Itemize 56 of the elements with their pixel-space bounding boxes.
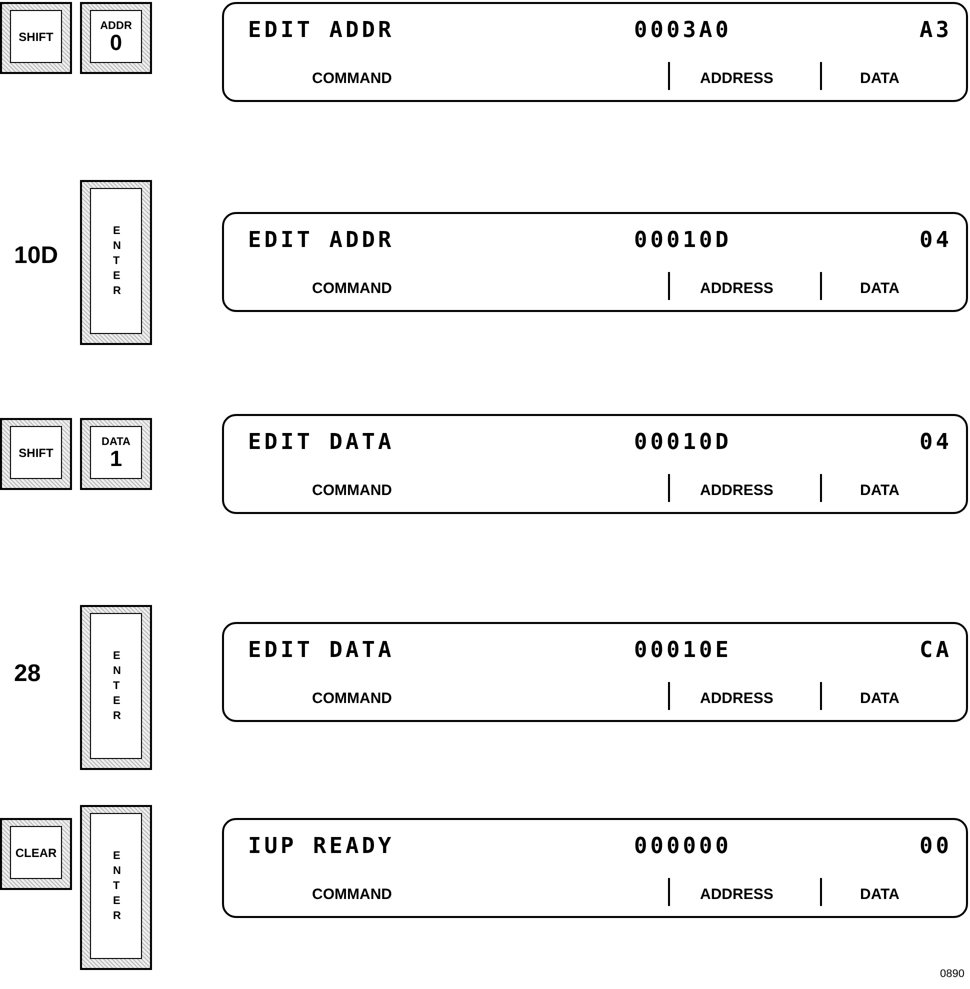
display-text: EDIT ADDR [248, 228, 394, 253]
field-caption: ADDRESS [700, 886, 774, 903]
key-label: ENTER [112, 848, 120, 924]
display-panel [222, 2, 968, 102]
display-text: 0003A0 [634, 18, 732, 43]
key-label: 0 [110, 32, 122, 54]
keyboard-key [80, 180, 152, 345]
display-text: 00010D [634, 228, 732, 253]
key-label: SHIFT [18, 446, 54, 460]
key-label: DATA [102, 436, 130, 448]
field-caption: COMMAND [312, 690, 392, 707]
display-text: IUP READY [248, 834, 394, 859]
keyboard-key [0, 418, 72, 490]
field-caption: COMMAND [312, 886, 392, 903]
field-caption: COMMAND [312, 482, 392, 499]
field-caption: ADDRESS [700, 70, 774, 87]
display-panel [222, 414, 968, 514]
field-caption: DATA [860, 70, 900, 87]
keyboard-key [80, 418, 152, 490]
display-text: 00010D [634, 430, 732, 455]
key-label: ENTER [112, 224, 120, 298]
display-text: EDIT ADDR [248, 18, 394, 43]
field-caption: COMMAND [312, 280, 392, 297]
key-label: ADDR [100, 20, 132, 32]
keyboard-key [80, 805, 152, 970]
field-caption: COMMAND [312, 70, 392, 87]
field-caption: DATA [860, 886, 900, 903]
field-caption: DATA [860, 280, 900, 297]
keyboard-key [0, 818, 72, 890]
display-text: 00 [920, 834, 952, 859]
keyboard-key [80, 605, 152, 770]
display-text: CA [920, 638, 952, 663]
display-text: 04 [920, 228, 952, 253]
display-text: 04 [920, 430, 952, 455]
keyboard-key [80, 2, 152, 74]
display-panel [222, 818, 968, 918]
figure-number: 0890 [940, 968, 964, 980]
display-panel [222, 212, 968, 312]
display-text: 000000 [634, 834, 732, 859]
field-caption: DATA [860, 482, 900, 499]
key-label: CLEAR [15, 846, 57, 860]
display-text: EDIT DATA [248, 430, 394, 455]
input-value: 10D [14, 242, 58, 270]
key-label: SHIFT [18, 30, 54, 44]
keyboard-key [0, 2, 72, 74]
field-caption: ADDRESS [700, 690, 774, 707]
field-caption: ADDRESS [700, 482, 774, 499]
display-text: 00010E [634, 638, 732, 663]
input-value: 28 [14, 660, 41, 688]
field-caption: DATA [860, 690, 900, 707]
display-panel [222, 622, 968, 722]
key-label: 1 [110, 448, 122, 470]
field-caption: ADDRESS [700, 280, 774, 297]
display-text: A3 [920, 18, 952, 43]
key-label: ENTER [112, 648, 120, 724]
display-text: EDIT DATA [248, 638, 394, 663]
